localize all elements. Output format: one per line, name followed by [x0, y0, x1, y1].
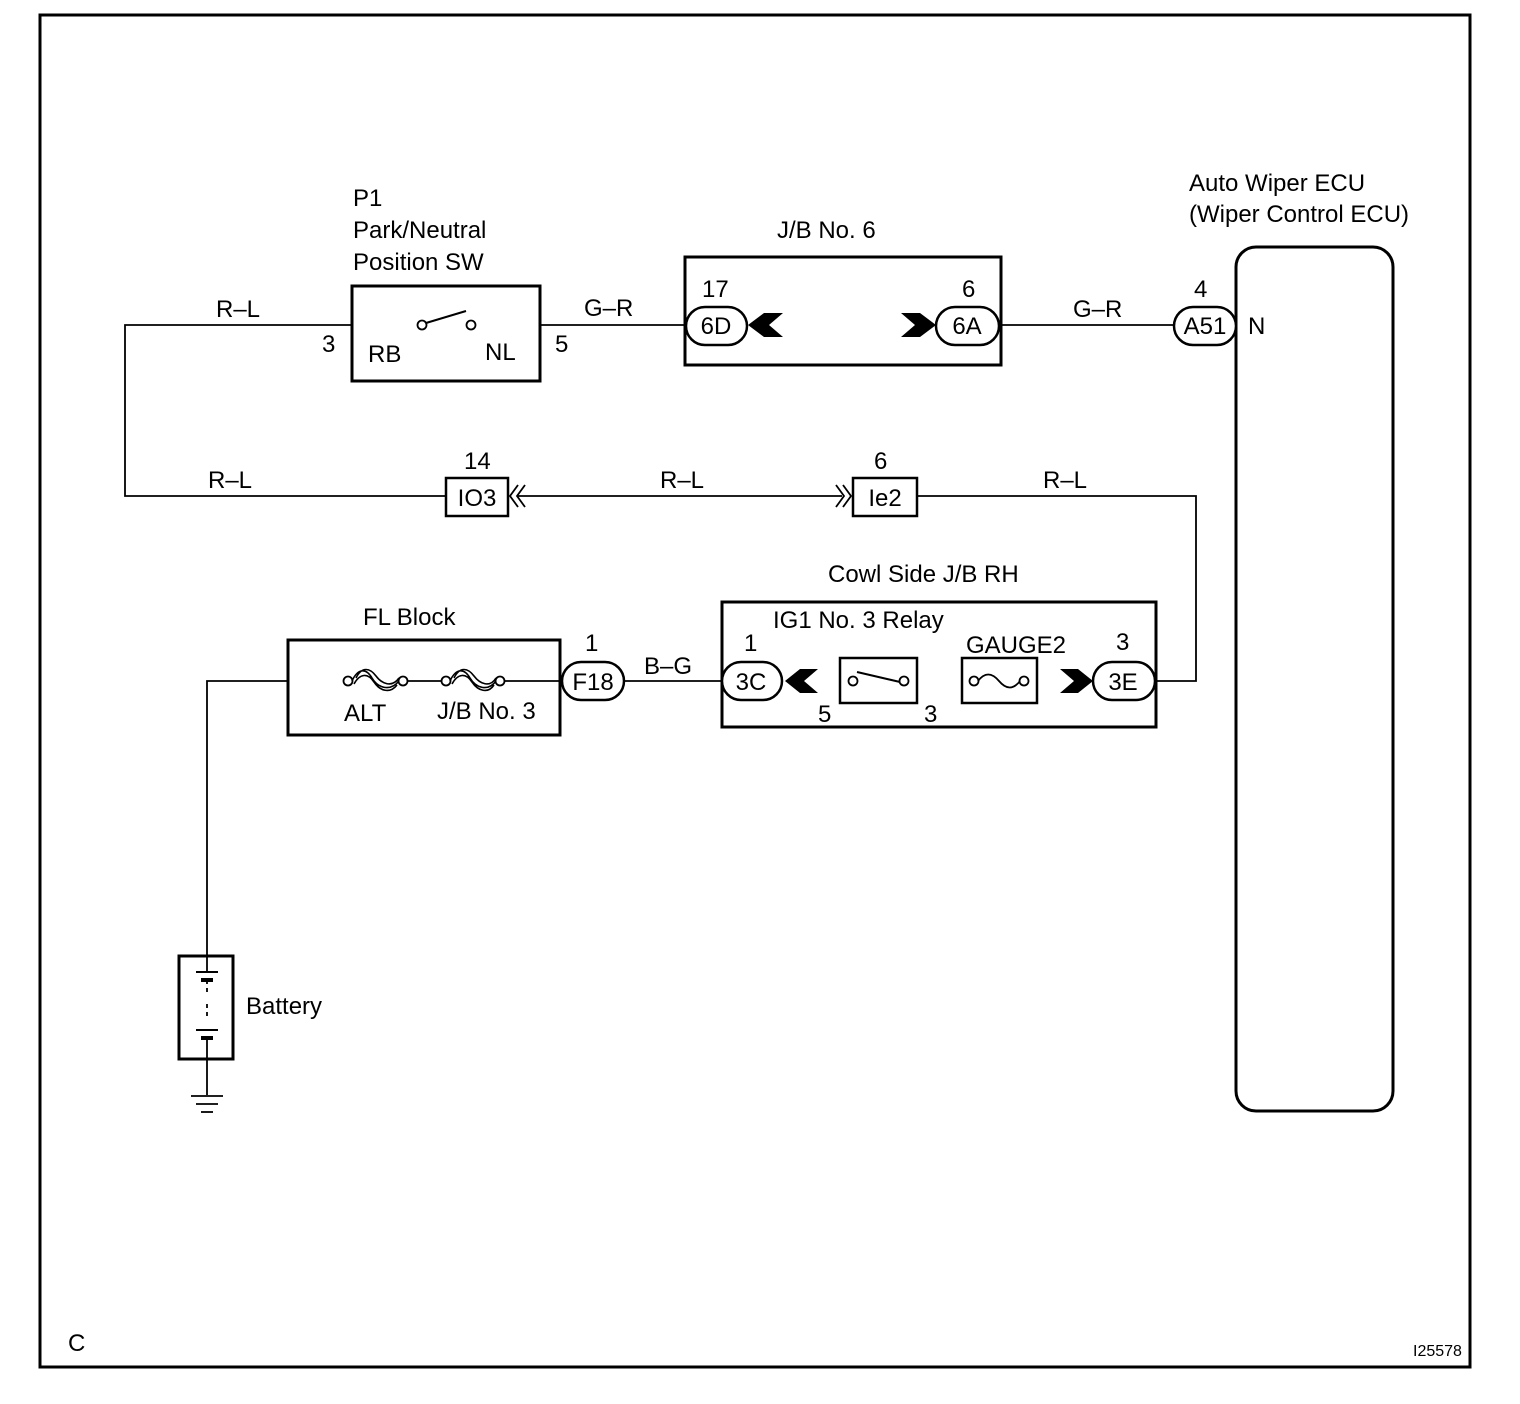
fuse-alt-element-icon: [351, 668, 400, 692]
connector-a51-pin: 4: [1194, 276, 1207, 303]
wire-r-l-ie2-3e: [918, 495, 1197, 682]
figure-id: I25578: [1413, 1343, 1462, 1360]
pn-switch-lever-icon: [425, 310, 467, 324]
fl-block-title: FL Block: [363, 604, 456, 631]
connector-f18-pin: 1: [585, 630, 598, 657]
wire-label-io3-ie2: R–L: [660, 467, 704, 494]
connector-6a: [934, 305, 1001, 347]
wire-label-left-mid: R–L: [208, 467, 252, 494]
connector-3c: [720, 660, 784, 702]
connector-ie2: [851, 476, 919, 518]
jb6-arrow-right-icon: [901, 313, 936, 337]
wire-label-jb-ecu: G–R: [1073, 296, 1122, 323]
cowl-jb-title: Cowl Side J/B RH: [828, 561, 1019, 588]
pn-switch-pin-left: 3: [322, 331, 335, 358]
io3-arrow-icon: [508, 484, 526, 508]
ecu-title-line2: (Wiper Control ECU): [1189, 201, 1409, 228]
battery-box: [177, 954, 235, 1061]
corner-letter: C: [68, 1330, 85, 1357]
connector-3e-label: 3E: [1108, 669, 1137, 696]
wire-label-sw-left: R–L: [216, 296, 260, 323]
relay-switch-icon: [856, 671, 901, 683]
pn-switch-term-right: NL: [485, 339, 516, 366]
battery: Battery: [177, 954, 322, 1113]
pn-switch-name-line2: Position SW: [353, 249, 484, 276]
connector-6a-pin: 6: [962, 276, 975, 303]
connector-3e: [1091, 660, 1157, 702]
diagram-frame: [38, 13, 1472, 1369]
wire-label-f18-3c: B–G: [644, 653, 692, 680]
battery-cells-icon: [196, 956, 218, 1059]
fuse-gauge2-contact-left-icon: [968, 675, 980, 687]
fuse-jb3-label: J/B No. 3: [437, 698, 536, 725]
connector-ie2-group: Ie2 6: [835, 448, 919, 518]
connector-ie2-pin: 6: [874, 448, 887, 475]
ecu-terminal-n: N: [1248, 313, 1265, 340]
relay-pin-right: 3: [924, 701, 937, 728]
battery-label: Battery: [246, 993, 322, 1020]
pn-switch-contact-right-icon: [465, 319, 477, 331]
connector-3e-pin: 3: [1116, 629, 1129, 656]
fuse-gauge2-label: GAUGE2: [966, 632, 1066, 659]
fuse-alt-contact-left-icon: [342, 675, 354, 687]
park-neutral-switch: P1 Park/Neutral Position SW RB NL 3 5: [322, 185, 568, 383]
cowl-arrow-right-icon: [1060, 669, 1093, 693]
relay-contact-right-icon: [898, 675, 910, 687]
fl-block-box: [286, 638, 562, 737]
ecu-title-line1: Auto Wiper ECU: [1189, 170, 1365, 197]
ie2-arrow-icon: [835, 484, 853, 508]
connector-io3-pin: 14: [464, 448, 491, 475]
connector-a51: [1172, 305, 1238, 347]
fuse-gauge2-contact-right-icon: [1018, 675, 1030, 687]
connector-6d-pin: 17: [702, 276, 729, 303]
connector-io3-group: IO3 14: [444, 448, 526, 518]
ecu-body: [1234, 245, 1395, 1113]
jb6-arrow-left-icon: [748, 313, 783, 337]
ground-icon: [191, 1095, 223, 1113]
cowl-side-jb: Cowl Side J/B RH IG1 No. 3 Relay GAUGE2 …: [720, 561, 1158, 729]
pn-switch-pin-right: 5: [555, 331, 568, 358]
fl-block: FL Block ALT J/B No. 3 F18 1: [286, 604, 626, 737]
cowl-jb-box: [720, 600, 1158, 729]
connector-6d: [684, 305, 749, 347]
pn-switch-name-line1: Park/Neutral: [353, 217, 486, 244]
pn-switch-contact-left-icon: [416, 319, 428, 331]
jb6-title: J/B No. 6: [777, 217, 876, 244]
connector-6d-label: 6D: [701, 313, 732, 340]
auto-wiper-ecu: Auto Wiper ECU (Wiper Control ECU) A51 4…: [1172, 170, 1409, 1113]
connector-6a-label: 6A: [952, 313, 981, 340]
wire-label-sw-right: G–R: [584, 295, 633, 322]
wire-label-ie2-right: R–L: [1043, 467, 1087, 494]
pn-switch-term-left: RB: [368, 341, 401, 368]
connector-f18-label: F18: [572, 669, 613, 696]
fuse-jb3-element-icon: [449, 668, 497, 692]
fuse-jb3-contact-left-icon: [440, 675, 452, 687]
fuse-jb3-contact-right-icon: [494, 675, 506, 687]
connector-3c-label: 3C: [736, 669, 767, 696]
fuse-gauge2-element-icon: [977, 673, 1021, 689]
relay-contact-left-icon: [847, 675, 859, 687]
cowl-arrow-left-icon: [785, 669, 818, 693]
connector-io3-label: IO3: [458, 485, 497, 512]
connector-io3: [444, 476, 510, 518]
pn-switch-code: P1: [353, 185, 382, 212]
fuse-alt-contact-right-icon: [397, 675, 409, 687]
wire-r-l-left-loop: [124, 324, 446, 497]
connector-a51-label: A51: [1184, 313, 1227, 340]
relay-label: IG1 No. 3 Relay: [773, 607, 944, 634]
junction-block-6: J/B No. 6 6D 17 6A 6: [683, 217, 1003, 367]
connector-3c-pin: 1: [744, 630, 757, 657]
connector-ie2-label: Ie2: [868, 485, 901, 512]
connector-f18: [560, 660, 626, 702]
relay-pin-left: 5: [818, 701, 831, 728]
pn-switch-box: [350, 284, 542, 383]
fuse-alt-label: ALT: [344, 700, 387, 727]
